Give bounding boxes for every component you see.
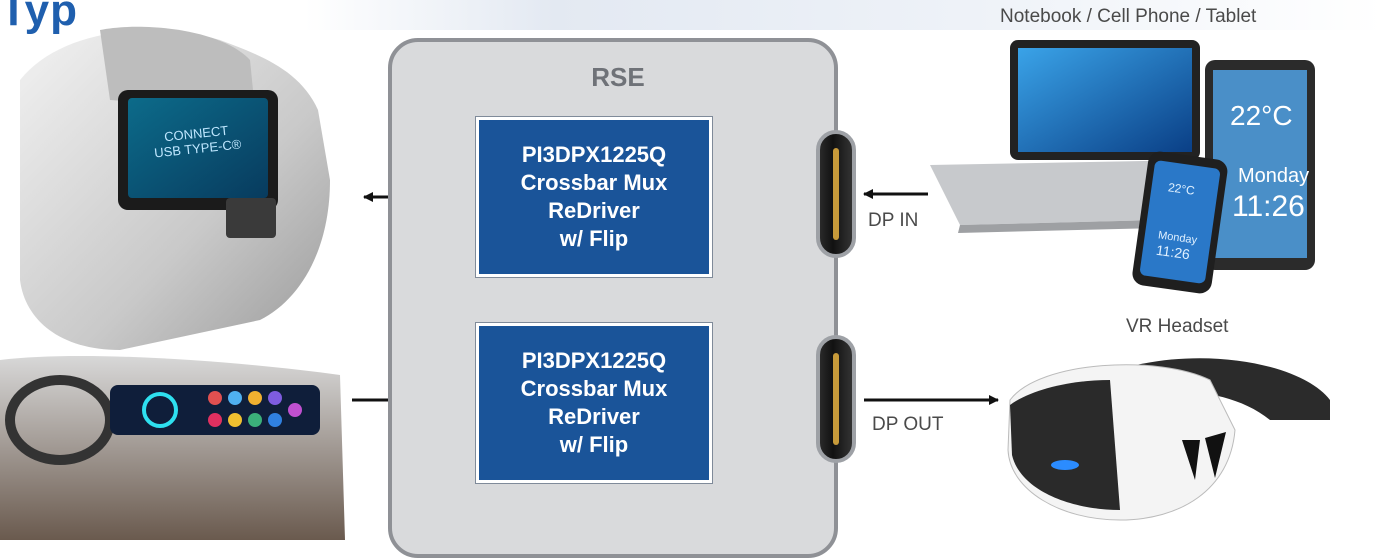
chip-part-number: PI3DPX1225Q	[521, 348, 667, 373]
usb-c-port-in	[816, 130, 856, 258]
chip-line-3: ReDriver	[548, 404, 640, 429]
usb-c-port-out	[816, 335, 856, 463]
chip-line-2: Crossbar Mux	[520, 170, 668, 195]
notebook-phone-tablet-label: Notebook / Cell Phone / Tablet	[1000, 6, 1257, 27]
chip-part-number: PI3DPX1225Q	[521, 142, 667, 167]
rse-label: RSE	[591, 62, 645, 92]
headrest-display-image	[20, 26, 330, 351]
dashboard-image	[0, 355, 345, 540]
redriver-chip-top: PI3DPX1225Q Crossbar Mux ReDriver w/ Fli…	[476, 117, 712, 277]
laptop-tablet-phone-image	[930, 40, 1315, 294]
vr-headset-image	[1007, 358, 1330, 521]
tablet-time: 11:26	[1232, 190, 1305, 223]
page-title: Typ	[0, 0, 78, 35]
tablet-day: Monday	[1238, 165, 1310, 187]
redriver-chip-bottom: PI3DPX1225Q Crossbar Mux ReDriver w/ Fli…	[476, 323, 712, 483]
dp-out-label: DP OUT	[872, 414, 944, 435]
vr-headset-label: VR Headset	[1126, 316, 1229, 337]
title-strip	[0, 0, 1384, 30]
chip-line-4: w/ Flip	[559, 432, 629, 457]
diagram-graphics	[0, 26, 1330, 540]
chip-line-2: Crossbar Mux	[520, 376, 668, 401]
chip-line-3: ReDriver	[548, 198, 640, 223]
chip-line-4: w/ Flip	[559, 226, 629, 251]
tablet-temperature: 22°C	[1230, 100, 1293, 131]
dp-in-label: DP IN	[868, 210, 919, 231]
